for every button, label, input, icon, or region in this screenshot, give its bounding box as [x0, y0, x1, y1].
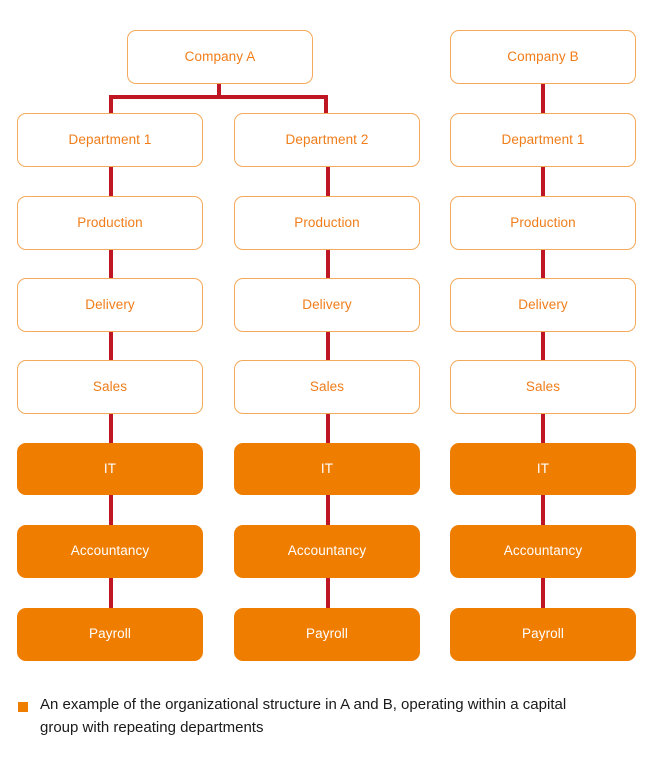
node-col3-it[interactable]: IT [450, 443, 636, 495]
node-col1-delivery[interactable]: Delivery [17, 278, 203, 332]
node-col1-production[interactable]: Production [17, 196, 203, 250]
connector-col1-dept-production [109, 165, 113, 198]
node-col1-payroll[interactable]: Payroll [17, 608, 203, 661]
connector-col1-accountancy-payroll [109, 576, 113, 610]
node-col2-production[interactable]: Production [234, 196, 420, 250]
connector-col2-accountancy-payroll [326, 576, 330, 610]
connector-col3-it-accountancy [541, 493, 545, 527]
node-col3-sales[interactable]: Sales [450, 360, 636, 414]
node-company-b[interactable]: Company B [450, 30, 636, 84]
connector-col2-sales-it [326, 412, 330, 445]
connector-company-a-to-dept-2 [324, 95, 328, 115]
connector-col2-delivery-sales [326, 330, 330, 362]
node-col3-department-1[interactable]: Department 1 [450, 113, 636, 167]
node-col1-department-1[interactable]: Department 1 [17, 113, 203, 167]
node-col3-accountancy[interactable]: Accountancy [450, 525, 636, 578]
node-col1-sales[interactable]: Sales [17, 360, 203, 414]
node-col2-accountancy[interactable]: Accountancy [234, 525, 420, 578]
chart-caption: An example of the organizational structu… [18, 694, 638, 739]
connector-company-a-stem [217, 84, 221, 99]
connector-col3-sales-it [541, 412, 545, 445]
connector-col3-production-delivery [541, 248, 545, 280]
connector-col1-delivery-sales [109, 330, 113, 362]
caption-text: An example of the organizational structu… [40, 696, 567, 736]
connector-col2-dept-production [326, 165, 330, 198]
node-col1-it[interactable]: IT [17, 443, 203, 495]
connector-col3-dept-production [541, 165, 545, 198]
node-col1-accountancy[interactable]: Accountancy [17, 525, 203, 578]
node-col2-it[interactable]: IT [234, 443, 420, 495]
node-col2-sales[interactable]: Sales [234, 360, 420, 414]
connector-company-a-bracket [109, 95, 328, 99]
node-col3-payroll[interactable]: Payroll [450, 608, 636, 661]
connector-col1-it-accountancy [109, 493, 113, 527]
connector-col2-it-accountancy [326, 493, 330, 527]
connector-company-a-to-dept-1 [109, 95, 113, 115]
connector-col3-accountancy-payroll [541, 576, 545, 610]
connector-col1-production-delivery [109, 248, 113, 280]
node-company-a[interactable]: Company A [127, 30, 313, 84]
org-chart: Company A Company B Department 1 Product… [17, 30, 636, 661]
square-bullet-icon [18, 702, 28, 712]
connector-col2-production-delivery [326, 248, 330, 280]
connector-col3-delivery-sales [541, 330, 545, 362]
node-col2-department-2[interactable]: Department 2 [234, 113, 420, 167]
node-col2-payroll[interactable]: Payroll [234, 608, 420, 661]
node-col2-delivery[interactable]: Delivery [234, 278, 420, 332]
connector-company-b-to-dept-1 [541, 84, 545, 115]
node-col3-production[interactable]: Production [450, 196, 636, 250]
connector-col1-sales-it [109, 412, 113, 445]
node-col3-delivery[interactable]: Delivery [450, 278, 636, 332]
